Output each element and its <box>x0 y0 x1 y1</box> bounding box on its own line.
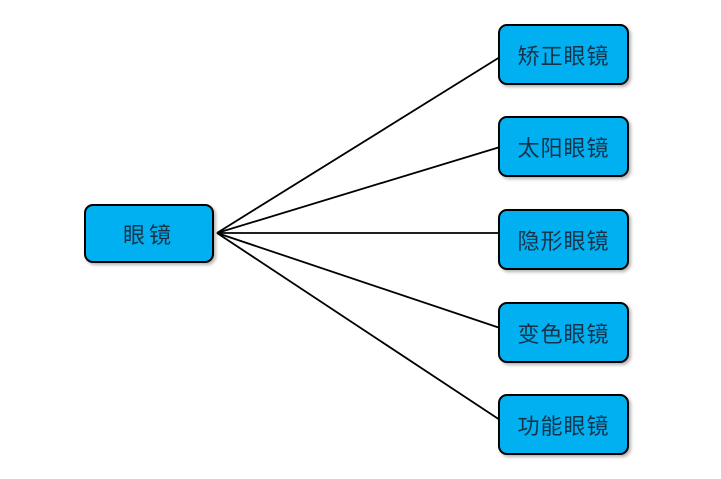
connector-line-functional <box>216 232 501 421</box>
connector-line-sun <box>216 146 501 234</box>
node-glasses-root: 眼镜 <box>84 204 214 263</box>
node-functional-glasses: 功能眼镜 <box>498 394 629 455</box>
node-photochromic-glasses: 变色眼镜 <box>498 302 629 363</box>
connector-line-photochromic <box>216 232 501 329</box>
node-sunglasses: 太阳眼镜 <box>498 116 629 177</box>
node-contact-lenses: 隐形眼镜 <box>498 209 629 270</box>
node-corrective-glasses: 矫正眼镜 <box>498 24 629 85</box>
connector-line-corrective <box>216 56 501 234</box>
